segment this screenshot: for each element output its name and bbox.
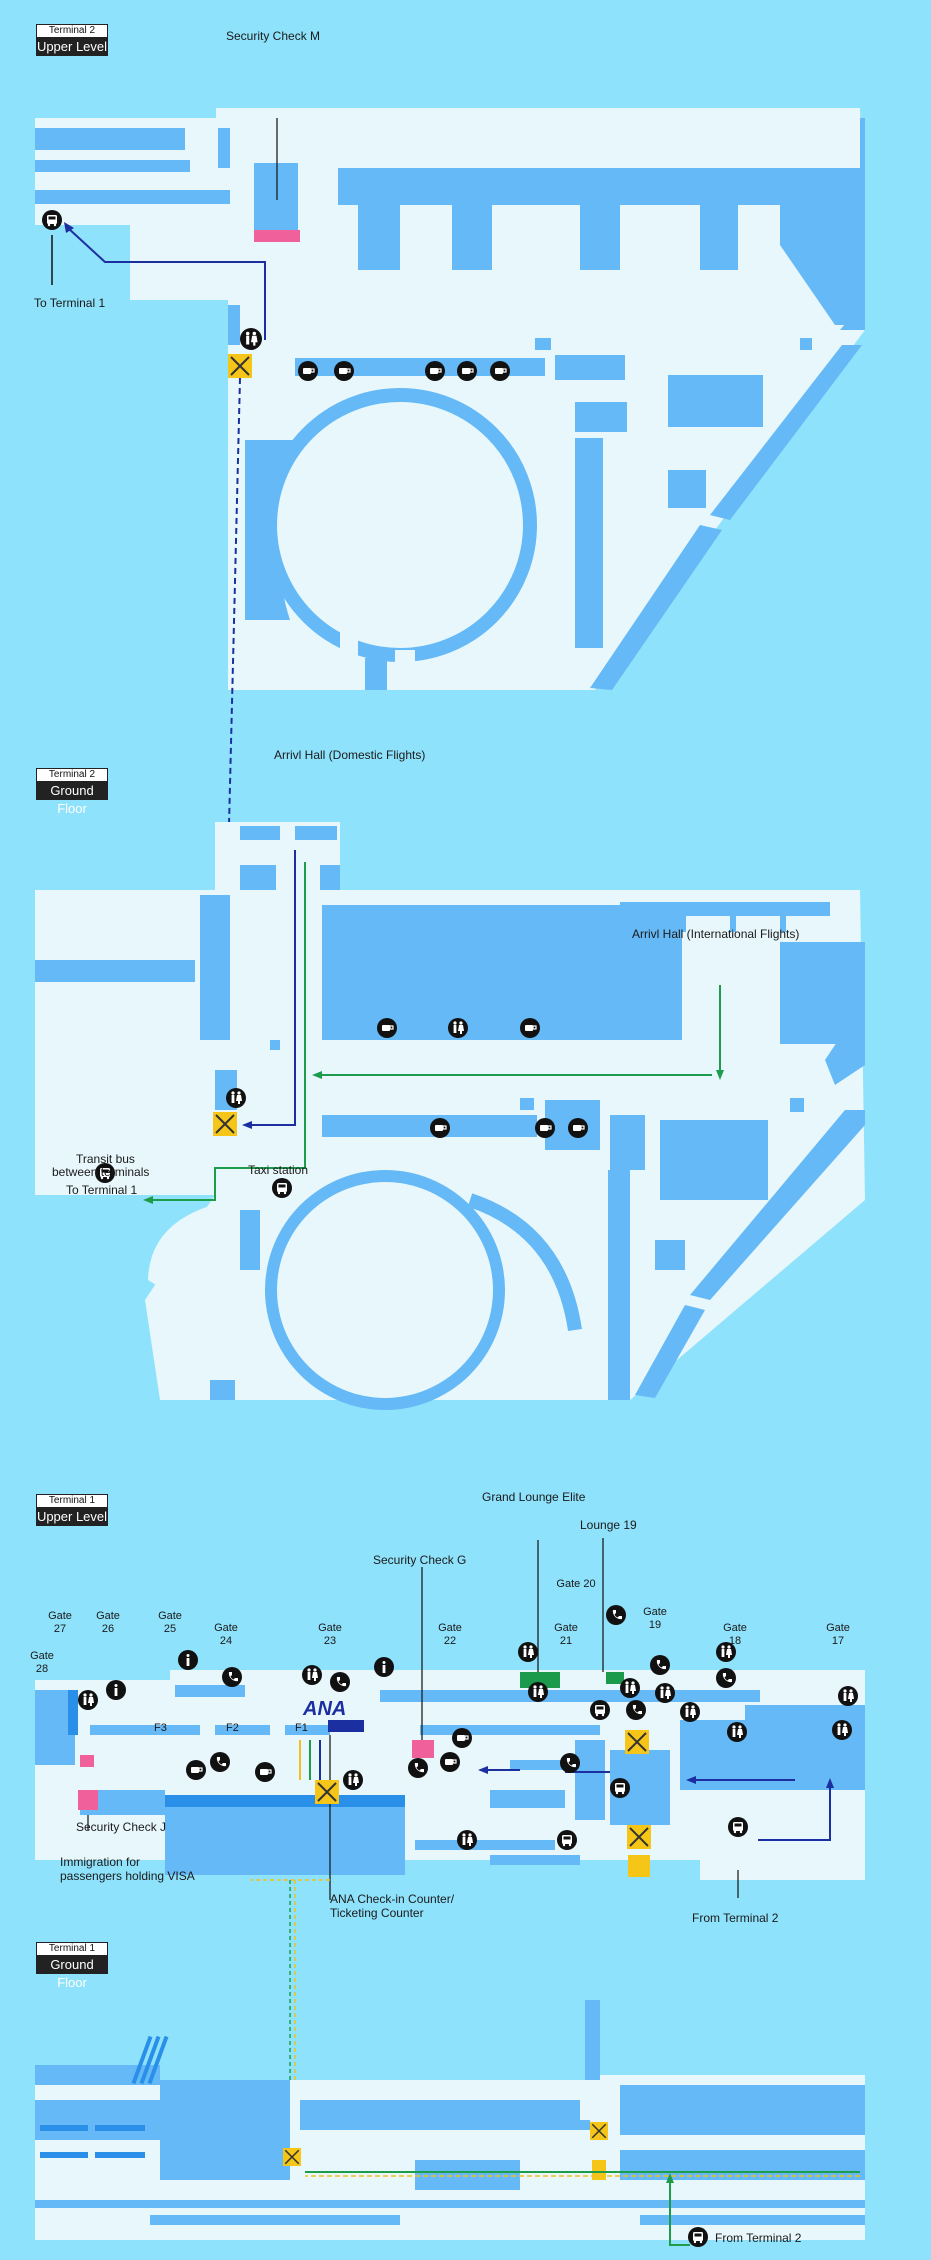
arrival-domestic-label: Arrivl Hall (Domestic Flights) [274,748,426,762]
terminal-label: Terminal 2 [36,768,108,782]
t1-ground-map [35,2000,865,2240]
arrival-international-label: Arrivl Hall (International Flights) [632,927,800,941]
taxi-station-label: Taxi station [248,1163,309,1177]
grand-lounge-label: Grand Lounge Elite [482,1490,586,1504]
t1-upper-map [35,1670,865,1880]
to-terminal-1-ground-label: To Terminal 1 [66,1183,138,1197]
ana-counter-label-2: Ticketing Counter [330,1906,424,1920]
ana-logo: ANA [303,1698,347,1720]
t2-upper-map [35,108,865,690]
t1g-elevator-icon-2 [283,2148,301,2166]
security-check-m-label: Security Check M [226,29,321,43]
t2-upper-tag: Terminal 2 Upper Level [36,24,108,56]
f1-label: F1 [295,1722,308,1734]
level-label: Ground Floor [36,1956,108,1990]
t1g-elevator-icon-1 [590,2122,608,2140]
t1u-elevator-icon-1 [315,1780,339,1804]
level-label: Upper Level [36,38,108,56]
gate-20: Gate 20 [556,1578,596,1590]
t1-upper-tag: Terminal 1 Upper Level [36,1494,108,1526]
terminal-label: Terminal 1 [36,1494,108,1508]
immigration-label-2: passengers holding VISA [60,1869,195,1883]
security-check-j-label: Security Check J [76,1820,167,1834]
level-label: Ground Floor [36,782,108,816]
ana-counter-label: ANA Check-in Counter/ [330,1892,455,1906]
terminal-label: Terminal 1 [36,1942,108,1956]
lounge-19-label: Lounge 19 [580,1518,637,1532]
t1u-elevator-icon-2 [625,1730,649,1754]
t2-ground-tag: Terminal 2 Ground Floor [36,768,108,816]
from-terminal-2-ground-label: From Terminal 2 [715,2231,802,2245]
t1-ground-tag: Terminal 1 Ground Floor [36,1942,108,1990]
f3-label: F3 [154,1722,167,1734]
immigration-label: Immigration for [60,1855,141,1869]
t2g-elevator-icon [213,1112,237,1136]
terminal-label: Terminal 2 [36,24,108,38]
to-terminal-1-upper-label: To Terminal 1 [34,296,106,310]
t1u-elevator-icon-3 [627,1825,651,1849]
f2-label: F2 [226,1722,239,1734]
from-terminal-2-upper-label: From Terminal 2 [692,1911,779,1925]
security-check-g-label: Security Check G [373,1553,467,1567]
level-label: Upper Level [36,1508,108,1526]
transit-bus-label-2: between terminals [52,1165,150,1179]
t2u-elevator-icon [228,354,252,378]
transit-bus-label: Transit bus [76,1152,135,1166]
t2-ground-map [35,822,865,1410]
